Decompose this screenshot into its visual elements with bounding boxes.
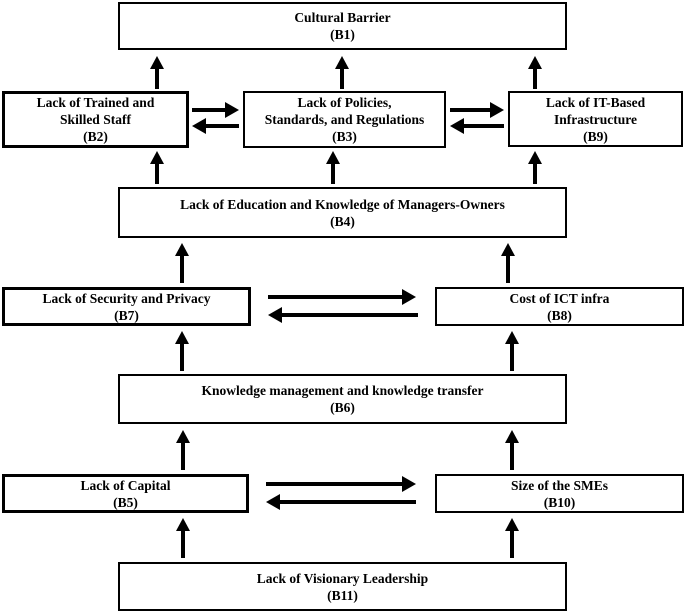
arrow-b4-to-b9	[528, 151, 542, 184]
box-b1: Cultural Barrier (B1)	[118, 2, 567, 50]
box-b4: Lack of Education and Knowledge of Manag…	[118, 187, 567, 238]
box-b5-code: (B5)	[113, 494, 138, 510]
arrow-b4-to-b2	[150, 151, 164, 184]
box-b9-label-2: Infrastructure	[554, 111, 637, 127]
box-b3-label: Lack of Policies,	[297, 95, 392, 110]
arrow-b3-to-b1	[335, 56, 349, 89]
box-b7: Lack of Security and Privacy (B7)	[2, 287, 251, 326]
box-b4-code: (B4)	[330, 213, 355, 229]
box-b11-code: (B11)	[327, 587, 358, 603]
arrow-b5-to-b6	[176, 430, 190, 470]
box-b8: Cost of ICT infra (B8)	[435, 287, 684, 326]
box-b9: Lack of IT-Based Infrastructure (B9)	[508, 91, 683, 147]
box-b5-label: Lack of Capital	[80, 477, 171, 493]
box-b2-code: (B2)	[83, 129, 108, 144]
box-b3: Lack of Policies, Standards, and Regulat…	[243, 91, 446, 148]
arrow-b7-to-b8	[268, 289, 416, 305]
box-b11: Lack of Visionary Leadership (B11)	[118, 562, 567, 611]
box-b2: Lack of Trained and Skilled Staff (B2)	[2, 91, 189, 148]
box-b11-label: Lack of Visionary Leadership	[256, 570, 429, 586]
arrow-b7-to-b4	[175, 243, 189, 283]
arrow-b11-to-b10	[505, 518, 519, 558]
box-b10-label: Size of the SMEs	[510, 477, 609, 493]
box-b7-code: (B7)	[114, 307, 139, 323]
box-b9-code: (B9)	[583, 128, 608, 144]
box-b7-label: Lack of Security and Privacy	[42, 290, 211, 306]
arrow-b5-to-b10	[266, 476, 416, 492]
arrow-b3-to-b2	[192, 118, 239, 134]
box-b8-code: (B8)	[547, 307, 572, 323]
box-b2-label: Lack of Trained and	[36, 95, 155, 110]
arrow-b4-to-b3	[326, 151, 340, 184]
arrow-b10-to-b6	[505, 430, 519, 470]
arrow-b9-to-b3	[450, 118, 504, 134]
box-b6-code: (B6)	[330, 400, 355, 415]
arrow-b11-to-b5	[176, 518, 190, 558]
arrow-b2-to-b1	[150, 56, 164, 89]
arrow-b3-to-b9	[450, 102, 504, 118]
arrow-b10-to-b5	[266, 494, 416, 510]
box-b4-label: Lack of Education and Knowledge of Manag…	[180, 196, 505, 212]
box-b1-code: (B1)	[330, 27, 355, 42]
arrow-b6-to-b8	[505, 331, 519, 371]
box-b3-label-2: Standards, and Regulations	[264, 112, 425, 127]
box-b8-label: Cost of ICT infra	[509, 290, 610, 306]
arrow-b8-to-b4	[501, 243, 515, 283]
arrow-b8-to-b7	[268, 307, 418, 323]
box-b2-label-2: Skilled Staff	[60, 112, 131, 127]
box-b10: Size of the SMEs (B10)	[435, 474, 684, 513]
box-b5: Lack of Capital (B5)	[2, 474, 249, 513]
arrow-b2-to-b3	[192, 102, 239, 118]
box-b9-label: Lack of IT-Based	[545, 94, 646, 110]
box-b3-code: (B3)	[332, 129, 357, 144]
arrow-b9-to-b1	[528, 56, 542, 89]
box-b6: Knowledge management and knowledge trans…	[118, 374, 567, 424]
box-b10-code: (B10)	[543, 494, 576, 510]
box-b6-label: Knowledge management and knowledge trans…	[201, 383, 484, 398]
box-b1-label: Cultural Barrier	[294, 10, 391, 25]
arrow-b6-to-b7	[175, 331, 189, 371]
